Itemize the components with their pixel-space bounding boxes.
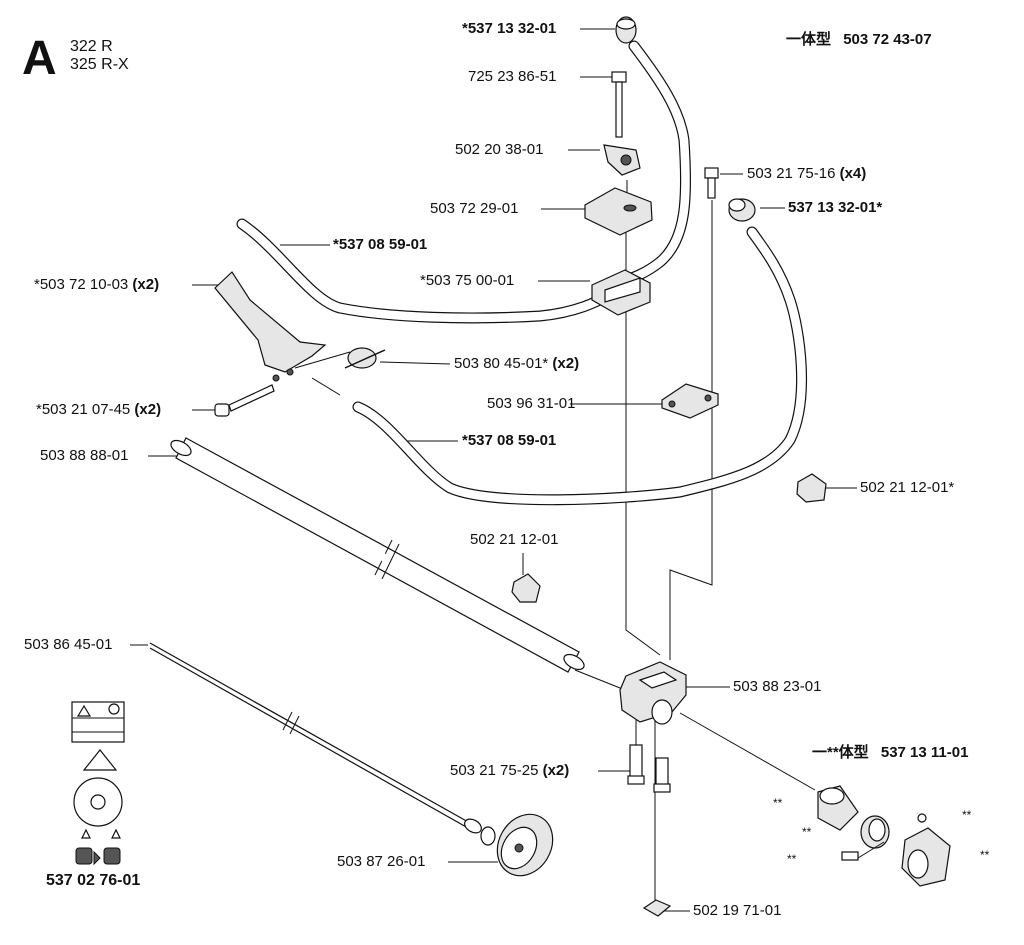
label-537-13-32-01-top: *537 13 32-01 bbox=[462, 20, 557, 37]
part-number: 503 21 75-25 bbox=[450, 762, 539, 779]
knob-502-21-12-right bbox=[796, 473, 827, 503]
label-503-80-45-01: 503 80 45-01* (x2) bbox=[454, 355, 579, 373]
label-503-86-45-01: 503 86 45-01 bbox=[24, 636, 113, 653]
clamp-kit-parts bbox=[817, 785, 951, 887]
drive-drum bbox=[496, 813, 554, 877]
leader-lines bbox=[130, 28, 857, 912]
label-503-21-07-45: *503 21 07-45 (x2) bbox=[36, 401, 161, 419]
bracket-503-96-31 bbox=[661, 383, 719, 419]
kit-marker: ** bbox=[787, 852, 797, 866]
kit-marker: ** bbox=[802, 825, 812, 839]
clip-503-80-45 bbox=[344, 347, 386, 369]
label-537-02-76-01: 537 02 76-01 bbox=[46, 872, 141, 889]
quantity: (x2) bbox=[134, 401, 162, 418]
screw-503-21-75-16 bbox=[704, 167, 719, 199]
cap-right bbox=[728, 198, 756, 222]
kit-header-bottom: 一**体型 537 13 11-01 bbox=[812, 744, 968, 762]
part-number: *503 21 07-45 bbox=[36, 401, 131, 418]
label-503-72-29-01: 503 72 29-01 bbox=[430, 200, 519, 217]
kit-marker: ** bbox=[980, 848, 990, 862]
guard-503-72-10 bbox=[214, 271, 327, 382]
quantity: (x4) bbox=[839, 165, 867, 182]
kit-header-top: 一体型 503 72 43-07 bbox=[786, 31, 932, 49]
label-503-88-88-01: 503 88 88-01 bbox=[40, 447, 129, 464]
knob-502-21-12-mid bbox=[511, 573, 541, 603]
cap-top bbox=[615, 16, 637, 44]
bracket-503-75-00 bbox=[591, 269, 651, 316]
kit-marker: ** bbox=[962, 808, 972, 822]
label-503-88-23-01: 503 88 23-01 bbox=[733, 678, 822, 695]
section-letter: A bbox=[22, 32, 57, 85]
screws-503-21-75-25 bbox=[627, 744, 671, 793]
knob-502-20-38 bbox=[603, 144, 641, 176]
clamp-503-88-23 bbox=[619, 661, 687, 725]
lower-handlebar bbox=[352, 226, 807, 506]
quantity: (x2) bbox=[552, 355, 580, 372]
kit-number: 503 72 43-07 bbox=[843, 31, 932, 48]
label-537-08-59-01-a: *537 08 59-01 bbox=[333, 236, 428, 253]
left-handlebar bbox=[236, 218, 626, 324]
model-325rx: 325 R-X bbox=[70, 56, 129, 73]
label-537-08-59-01-b: *537 08 59-01 bbox=[462, 432, 557, 449]
screw-725 bbox=[611, 71, 627, 138]
upper-right-handle bbox=[614, 40, 692, 288]
kit-marker: ** bbox=[773, 796, 783, 810]
shaft-tube bbox=[170, 437, 585, 673]
kit-number: 537 13 11-01 bbox=[880, 744, 969, 761]
label-503-21-75-16: 503 21 75-16 (x4) bbox=[747, 165, 866, 183]
kit-prefix: 一体型 bbox=[786, 31, 832, 48]
label-503-96-31-01: 503 96 31-01 bbox=[487, 395, 576, 412]
screw-503-21-07 bbox=[214, 384, 275, 417]
model-322r: 322 R bbox=[70, 38, 113, 55]
drive-shaft bbox=[149, 642, 496, 846]
label-537-13-32-01-right: 537 13 32-01* bbox=[788, 199, 883, 216]
part-number: 503 21 75-16 bbox=[747, 165, 836, 182]
label-503-75-00-01: *503 75 00-01 bbox=[420, 272, 515, 289]
nut-502-19-71 bbox=[642, 899, 672, 917]
label-502-19-71-01: 502 19 71-01 bbox=[693, 902, 782, 919]
kit-prefix: 一**体型 bbox=[812, 744, 869, 761]
label-502-21-12-01-right: 502 21 12-01* bbox=[860, 479, 955, 496]
part-number: *503 72 10-03 bbox=[34, 276, 129, 293]
part-number: 503 80 45-01* bbox=[454, 355, 549, 372]
label-503-72-10-03: *503 72 10-03 (x2) bbox=[34, 276, 159, 294]
label-503-21-75-25: 503 21 75-25 (x2) bbox=[450, 762, 569, 780]
label-502-20-38-01: 502 20 38-01 bbox=[455, 141, 544, 158]
label-503-87-26-01: 503 87 26-01 bbox=[337, 853, 426, 870]
quantity: (x2) bbox=[542, 762, 570, 779]
quantity: (x2) bbox=[132, 276, 160, 293]
label-725-23-86-51: 725 23 86-51 bbox=[468, 68, 557, 85]
decal-sheet bbox=[71, 701, 125, 866]
label-502-21-12-01-mid: 502 21 12-01 bbox=[470, 531, 559, 548]
clamp-503-72-29 bbox=[584, 187, 653, 236]
